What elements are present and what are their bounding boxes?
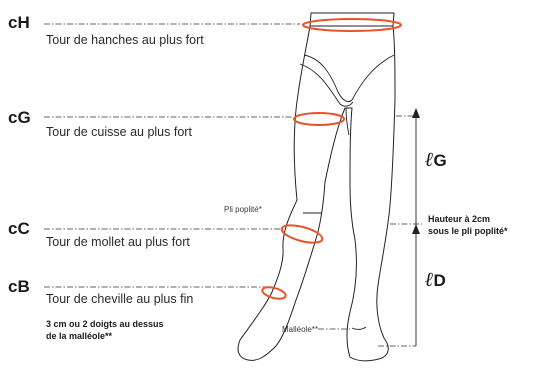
hauteur-line2: sous le pli poplité* — [428, 226, 508, 236]
ld-script: ℓ — [425, 267, 434, 291]
label-ch: Tour de hanches au plus fort — [46, 33, 204, 47]
arrow-top — [412, 108, 420, 118]
code-cg: cG — [8, 108, 31, 127]
code-ch: cH — [8, 13, 30, 32]
malleole-label: Malléole** — [282, 325, 318, 334]
label-cb: Tour de cheville au plus fin — [46, 292, 193, 306]
legs-illustration — [238, 13, 401, 361]
inner-thigh — [346, 108, 349, 135]
arrow-mid — [412, 224, 420, 234]
code-cb: cB — [8, 277, 30, 296]
pli-label: Pli poplité* — [224, 205, 262, 214]
ld-letter: D — [434, 271, 446, 290]
hauteur-line1: Hauteur à 2cm — [428, 214, 490, 224]
height-lg-label: ℓG — [425, 147, 447, 171]
left-leg — [238, 26, 395, 361]
lg-letter: G — [434, 151, 447, 170]
height-ld-label: ℓD — [425, 267, 446, 291]
ankle-note-line1: 3 cm ou 2 doigts au dessus — [46, 319, 164, 329]
lg-script: ℓ — [425, 147, 434, 171]
label-cc: Tour de mollet au plus fort — [46, 235, 190, 249]
code-cc: cC — [8, 219, 30, 238]
label-cg: Tour de cuisse au plus fort — [46, 125, 192, 139]
ankle-note-line2: de la malléole** — [46, 331, 113, 341]
